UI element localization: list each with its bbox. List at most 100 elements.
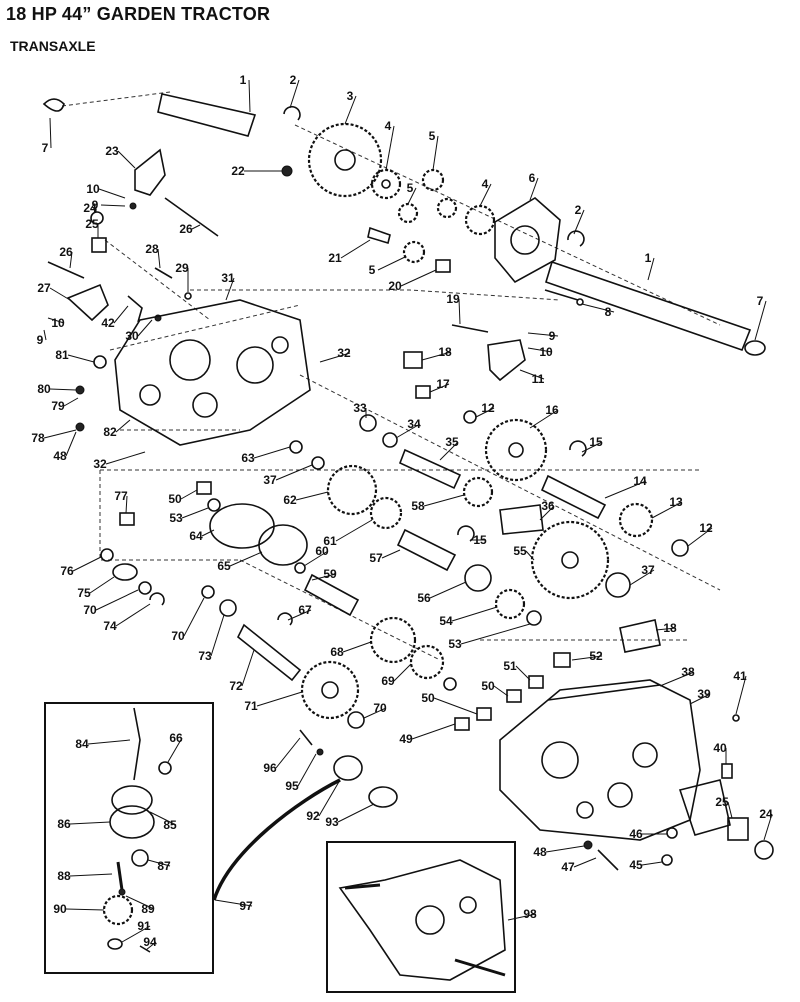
part-5-pinion (397, 202, 419, 224)
callout-leader (647, 257, 655, 281)
part-31-case (114, 299, 311, 446)
part-39-case (499, 679, 701, 841)
part-46-washer (666, 827, 678, 839)
part-number-label: 26 (179, 222, 193, 236)
part-number-label: 5 (369, 263, 376, 277)
callout-leader (377, 256, 406, 271)
part-number-label: 10 (86, 182, 100, 196)
part-number-label: 26 (59, 245, 73, 259)
callout-leader (335, 519, 373, 542)
part-48-bolt (583, 840, 593, 850)
part-number-label: 57 (369, 551, 383, 565)
callout-leader (145, 941, 157, 951)
part-number-label: 40 (713, 741, 727, 755)
part-5-pinion (402, 240, 426, 264)
part-number-label: 38 (681, 665, 695, 679)
part-number-label: 37 (641, 563, 655, 577)
part-number-label: 12 (699, 521, 713, 535)
part-number-label: 54 (439, 614, 453, 628)
part-1-axle-left (157, 93, 257, 137)
part-36-collar (499, 504, 544, 535)
callout-leader (201, 529, 215, 537)
callout-leader (49, 388, 77, 391)
part-number-label: 10 (539, 345, 553, 359)
callout-leader (515, 665, 531, 681)
part-number-label: 47 (561, 860, 575, 874)
part-38-gasket (547, 684, 661, 701)
callout-leader (210, 614, 225, 657)
part-number-label: 98 (523, 907, 537, 921)
part-18-bushing-2 (619, 619, 661, 653)
diagram-subtitle: TRANSAXLE (10, 38, 96, 54)
callout-leader (63, 397, 79, 407)
part-52-bushing (553, 652, 571, 668)
part-98-assembled-transaxle (338, 859, 506, 981)
part-number-label: 18 (438, 345, 452, 359)
callout-leader (183, 597, 205, 637)
part-5-pinion (436, 197, 458, 219)
part-number-label: 62 (283, 493, 297, 507)
part-number-label: 8 (605, 305, 612, 319)
part-28-pin (154, 267, 173, 279)
callout-leader (727, 801, 733, 819)
callout-leader (407, 187, 417, 205)
callout-leader (659, 671, 695, 687)
part-number-label: 71 (244, 699, 258, 713)
part-number-label: 73 (198, 649, 212, 663)
callout-leader (95, 589, 139, 611)
callout-leader (385, 125, 395, 171)
callout-leader (763, 813, 773, 841)
part-17-bushing (415, 385, 431, 399)
callout-leader (72, 556, 102, 572)
callout-leader (539, 505, 555, 521)
part-22-nut (281, 165, 293, 177)
callout-leader (433, 697, 478, 715)
callout-leader (573, 857, 597, 868)
callout-leader (395, 423, 421, 439)
callout-leader (253, 446, 291, 459)
part-40-vent (721, 763, 733, 779)
part-70-washer-2 (201, 585, 215, 599)
part-number-label: 89 (141, 902, 155, 916)
part-75-disc (112, 563, 138, 581)
part-number-label: 32 (337, 346, 351, 360)
part-number-label: 19 (446, 292, 460, 306)
part-24-ring-2 (754, 840, 774, 860)
callout-leader (363, 707, 387, 719)
part-73-bearing (219, 599, 237, 617)
callout-leader (432, 135, 439, 171)
part-15-snap-ring-2 (457, 525, 475, 542)
part-88-spring (116, 861, 124, 891)
part-number-label: 87 (157, 859, 171, 873)
part-19-rod (451, 324, 489, 333)
callout-leader (87, 739, 131, 745)
part-number-label: 15 (473, 533, 487, 547)
part-number-label: 9 (549, 329, 556, 343)
part-number-label: 95 (285, 779, 299, 793)
part-96-bolt (299, 729, 313, 746)
part-number-label: 68 (330, 645, 344, 659)
part-number-label: 25 (85, 217, 99, 231)
part-25-bushing (91, 237, 107, 253)
part-4-gear (370, 168, 402, 200)
part-67-snap-ring (277, 612, 293, 626)
part-number-label: 28 (145, 242, 159, 256)
callout-leader (581, 303, 615, 313)
part-21-pin (367, 226, 391, 245)
part-number-label: 2 (575, 203, 582, 217)
part-number-label: 7 (42, 141, 49, 155)
part-number-label: 21 (328, 251, 342, 265)
callout-leader (149, 811, 177, 826)
part-number-label: 74 (103, 619, 117, 633)
part-number-label: 72 (229, 679, 243, 693)
part-number-label: 2 (290, 73, 297, 87)
part-42-spring (127, 295, 143, 323)
callout-leader (69, 821, 111, 825)
part-number-label: 64 (189, 529, 203, 543)
callout-leader (69, 873, 113, 877)
part-number-label: 24 (759, 807, 773, 821)
shift-parts (47, 148, 219, 323)
part-12-washer (463, 410, 477, 424)
callout-leader (49, 287, 71, 301)
part-number-label: 27 (37, 281, 51, 295)
